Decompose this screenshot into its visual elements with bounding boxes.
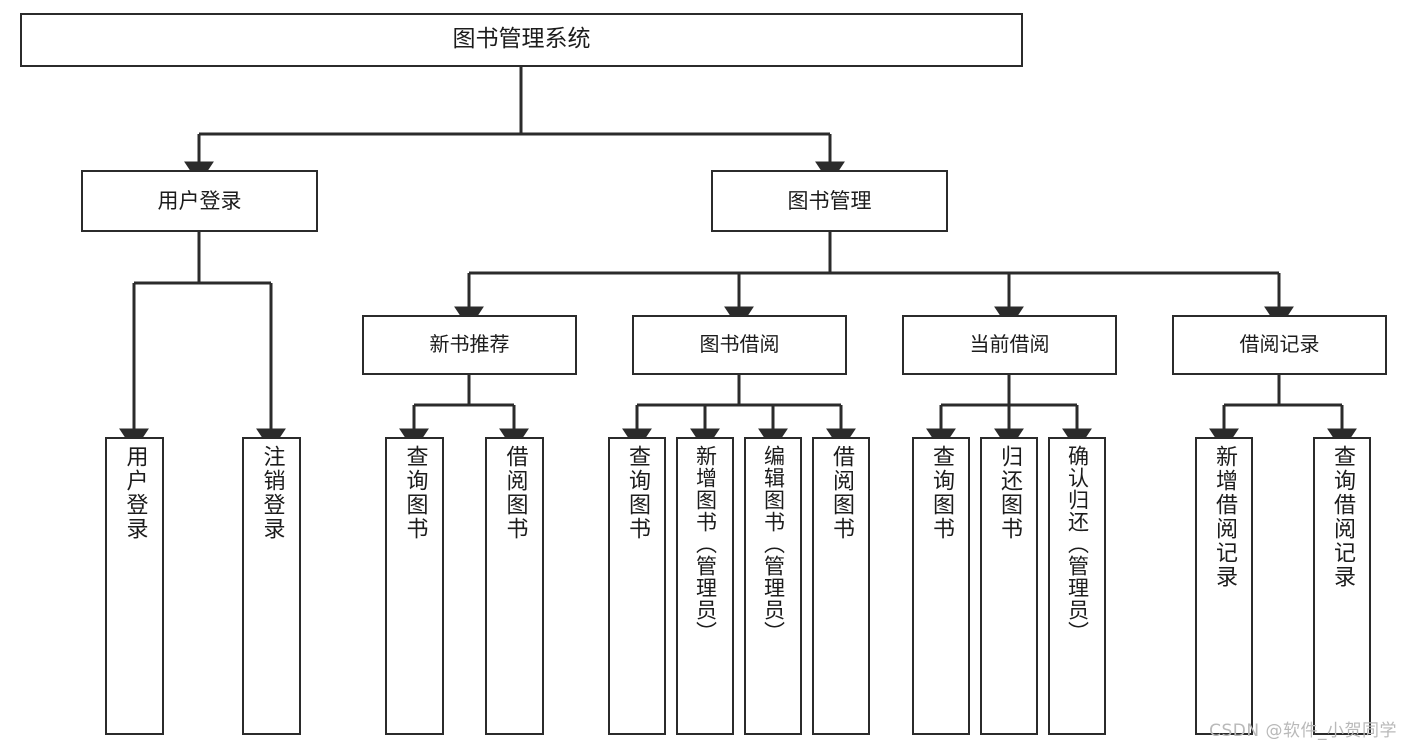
node-book-management[interactable]: 图书管理	[711, 170, 948, 232]
node-label: 借阅图书	[502, 445, 528, 541]
node-leaf-borrow-book[interactable]: 借阅图书	[812, 437, 870, 735]
node-label: 图书管理系统	[452, 26, 591, 53]
node-borrow-record[interactable]: 借阅记录	[1172, 315, 1387, 375]
node-label: 图书借阅	[699, 332, 780, 357]
node-leaf-edit-book-admin[interactable]: 编辑图书（管理员）	[744, 437, 802, 735]
node-leaf-return-book[interactable]: 归还图书	[980, 437, 1038, 735]
node-leaf-add-book-admin[interactable]: 新增图书（管理员）	[676, 437, 734, 735]
node-new-book-recommend[interactable]: 新书推荐	[362, 315, 577, 375]
node-leaf-add-borrow-record[interactable]: 新增借阅记录	[1195, 437, 1253, 735]
node-label: 新增图书（管理员）	[693, 445, 718, 643]
node-current-borrow[interactable]: 当前借阅	[902, 315, 1117, 375]
node-label: 新书推荐	[429, 332, 510, 357]
node-leaf-query-book-borrow[interactable]: 查询图书	[608, 437, 666, 735]
node-label: 查询借阅记录	[1330, 445, 1355, 589]
node-label: 查询图书	[929, 445, 954, 541]
node-label: 借阅记录	[1239, 332, 1320, 357]
node-user-login[interactable]: 用户登录	[81, 170, 318, 232]
node-label: 查询图书	[625, 445, 650, 541]
node-label: 确认归还（管理员）	[1065, 445, 1090, 643]
node-leaf-query-borrow-record[interactable]: 查询借阅记录	[1313, 437, 1371, 735]
node-label: 当前借阅	[969, 332, 1050, 357]
node-leaf-borrow-book-recommend[interactable]: 借阅图书	[485, 437, 544, 735]
node-label: 注销登录	[259, 445, 285, 541]
node-label: 新增借阅记录	[1212, 445, 1237, 589]
node-book-borrow[interactable]: 图书借阅	[632, 315, 847, 375]
node-label: 查询图书	[402, 445, 428, 541]
node-leaf-logout[interactable]: 注销登录	[242, 437, 301, 735]
csdn-watermark: CSDN @软件_小贺同学	[1209, 721, 1397, 741]
node-label: 借阅图书	[829, 445, 854, 541]
node-label: 归还图书	[997, 445, 1022, 541]
node-label: 图书管理	[787, 188, 872, 213]
node-leaf-query-book-recommend[interactable]: 查询图书	[385, 437, 444, 735]
node-label: 用户登录	[157, 188, 242, 213]
node-label: 编辑图书（管理员）	[761, 445, 786, 643]
node-leaf-confirm-return-admin[interactable]: 确认归还（管理员）	[1048, 437, 1106, 735]
node-label: 用户登录	[122, 445, 148, 541]
node-leaf-user-login[interactable]: 用户登录	[105, 437, 164, 735]
node-root-book-management-system[interactable]: 图书管理系统	[20, 13, 1023, 67]
node-leaf-query-book-current[interactable]: 查询图书	[912, 437, 970, 735]
